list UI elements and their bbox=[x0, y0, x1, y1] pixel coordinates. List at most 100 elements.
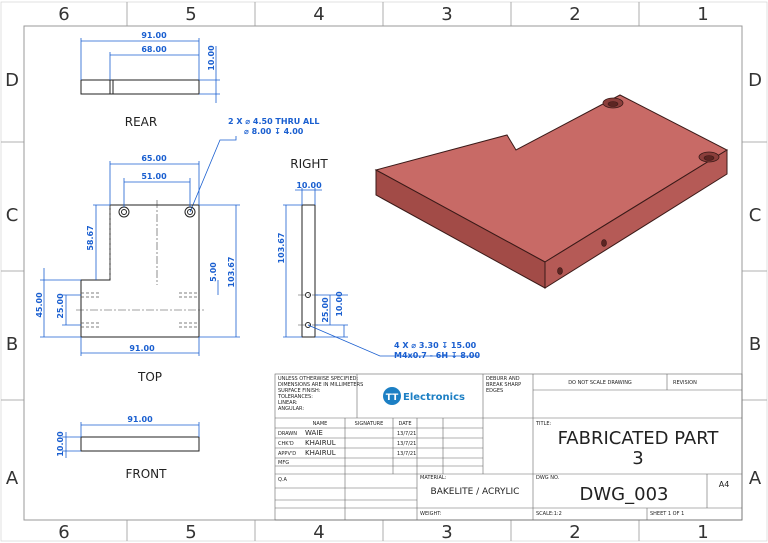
tb-dwg-label: DWG NO. bbox=[536, 475, 560, 481]
tb-row-qa-role: Q.A bbox=[278, 477, 288, 483]
drawing-title-line2: 3 bbox=[632, 448, 643, 469]
iso-side-right bbox=[544, 149, 728, 289]
tb-title-label: TITLE: bbox=[535, 421, 552, 427]
top-dim-right-height: 103.67 bbox=[227, 257, 236, 288]
drawing-number: DWG_003 bbox=[580, 484, 669, 505]
tb-row-appvd-date: 13/7/21 bbox=[397, 451, 416, 457]
zone-row-a-left: A bbox=[6, 468, 19, 489]
right-outline bbox=[301, 204, 316, 338]
tb-scale: SCALE:1:2 bbox=[536, 511, 562, 517]
top-view: 65.00 51.00 91.00 58.67 103.67 5.00 45.0… bbox=[35, 154, 240, 384]
zone-col-2-bottom: 2 bbox=[569, 522, 580, 543]
zone-row-b-left: B bbox=[6, 334, 18, 355]
title-block: UNLESS OTHERWISE SPECIFIED: DIMENSIONS A… bbox=[274, 373, 743, 521]
right-view-label: RIGHT bbox=[290, 157, 328, 171]
tb-note-3: SURFACE FINISH: bbox=[278, 388, 321, 394]
zone-col-5-top: 5 bbox=[185, 4, 196, 25]
tb-row-chkd-date: 13/7/21 bbox=[397, 441, 416, 447]
tb-row-chkd-name: KHAIRUL bbox=[305, 439, 336, 447]
tb-row-drawn-date: 13/7/21 bbox=[397, 431, 416, 437]
tb-no-scale: DO NOT SCALE DRAWING bbox=[568, 380, 632, 386]
tb-note-1: UNLESS OTHERWISE SPECIFIED: bbox=[278, 376, 358, 382]
right-dim-height: 103.67 bbox=[277, 233, 286, 264]
front-view-label: FRONT bbox=[126, 467, 168, 481]
logo-badge bbox=[383, 387, 401, 405]
side-hole-callout: 4 X ⌀ 3.30 ↧ 15.00 M4x0.7 - 6H ↧ 8.00 bbox=[307, 324, 480, 360]
tb-row-appvd-name: KHAIRUL bbox=[305, 449, 336, 457]
rear-dim-partial: 68.00 bbox=[141, 45, 167, 54]
top-hole-callout-line2: ⌀ 8.00 ↧ 4.00 bbox=[244, 127, 304, 136]
logo-text: Electronics bbox=[403, 392, 465, 403]
tb-note-2: DIMENSIONS ARE IN MILLIMETERS bbox=[278, 382, 363, 388]
zone-col-3-bottom: 3 bbox=[441, 522, 452, 543]
tb-material-label: MATERIAL: bbox=[420, 475, 447, 481]
tb-note-6: ANGULAR: bbox=[278, 406, 304, 412]
top-dim-width: 65.00 bbox=[141, 154, 167, 163]
rear-view: 91.00 68.00 10.00 REAR bbox=[80, 31, 220, 129]
top-hole-callout-line1: 2 X ⌀ 4.50 THRU ALL bbox=[228, 117, 319, 126]
top-hole-leader bbox=[189, 136, 237, 213]
top-dim-25: 25.00 bbox=[56, 293, 65, 319]
tb-header-name: NAME bbox=[313, 421, 328, 427]
tb-row-chkd-role: CHK'D bbox=[278, 441, 294, 447]
company-logo: TT Electronics bbox=[383, 387, 465, 405]
front-outline bbox=[80, 436, 200, 452]
zone-col-1-top: 1 bbox=[697, 4, 708, 25]
zone-col-3-top: 3 bbox=[441, 4, 452, 25]
tb-note-5: LINEAR: bbox=[278, 400, 298, 406]
isometric-view bbox=[374, 94, 729, 289]
rear-view-label: REAR bbox=[125, 115, 157, 129]
zone-row-c-right: C bbox=[749, 205, 762, 226]
top-dim-hole-spacing: 51.00 bbox=[141, 172, 167, 181]
iso-side-hole-1 bbox=[557, 267, 563, 275]
top-cbore-left bbox=[118, 206, 130, 218]
tb-revision: REVISION bbox=[673, 380, 697, 386]
zone-col-5-bottom: 5 bbox=[185, 522, 196, 543]
drawing-title-line1: FABRICATED PART bbox=[558, 428, 720, 449]
rear-dim-height: 10.00 bbox=[207, 45, 216, 71]
zone-col-1-bottom: 1 bbox=[697, 522, 708, 543]
rear-outline bbox=[80, 79, 200, 95]
tb-deburr-3: EDGES bbox=[486, 388, 503, 394]
top-view-label: TOP bbox=[137, 370, 162, 384]
top-dim-bottom: 91.00 bbox=[129, 344, 155, 353]
tb-deburr-2: BREAK SHARP bbox=[486, 382, 521, 388]
zone-row-d-right: D bbox=[748, 70, 762, 91]
zone-row-b-right: B bbox=[749, 334, 761, 355]
tb-material: BAKELITE / ACRYLIC bbox=[431, 487, 520, 497]
zone-col-6-top: 6 bbox=[58, 4, 69, 25]
iso-top-face bbox=[374, 94, 729, 263]
zone-row-c-left: C bbox=[6, 205, 19, 226]
right-dim-25: 25.00 bbox=[321, 297, 330, 323]
tb-deburr-1: DEBURR AND bbox=[486, 376, 520, 382]
top-dim-45: 45.00 bbox=[35, 292, 44, 318]
tb-sheet: SHEET 1 OF 1 bbox=[650, 511, 684, 517]
tb-row-appvd-role: APPV'D bbox=[278, 451, 296, 457]
zone-row-a-right: A bbox=[749, 468, 762, 489]
front-view: 91.00 10.00 FRONT bbox=[56, 415, 200, 481]
tb-header-date: DATE bbox=[398, 421, 411, 427]
right-dim-10: 10.00 bbox=[335, 291, 344, 317]
side-hole-callout-line1: 4 X ⌀ 3.30 ↧ 15.00 bbox=[394, 341, 477, 350]
side-hole-leader bbox=[307, 324, 478, 357]
top-outline bbox=[80, 204, 200, 338]
tb-row-drawn-role: DRAWN bbox=[278, 431, 297, 437]
front-dim-height: 10.00 bbox=[56, 431, 65, 457]
sheet-size: A4 bbox=[719, 480, 730, 489]
tb-row-mfg-role: MFG bbox=[278, 460, 289, 466]
logo-mark: TT bbox=[386, 393, 399, 403]
zone-col-2-top: 2 bbox=[569, 4, 580, 25]
tb-note-4: TOLERANCES: bbox=[277, 394, 313, 400]
right-dim-width: 10.00 bbox=[296, 181, 322, 190]
top-hole-callout: 2 X ⌀ 4.50 THRU ALL ⌀ 8.00 ↧ 4.00 bbox=[189, 117, 319, 213]
tb-weight-label: WEIGHT: bbox=[420, 511, 442, 517]
tb-row-drawn-name: WAIE bbox=[305, 429, 323, 437]
top-dim-left-height: 58.67 bbox=[86, 225, 95, 250]
zone-col-6-bottom: 6 bbox=[58, 522, 69, 543]
tb-header-signature: SIGNATURE bbox=[355, 421, 384, 427]
zone-row-d-left: D bbox=[5, 70, 19, 91]
top-dim-inner: 5.00 bbox=[209, 262, 218, 282]
